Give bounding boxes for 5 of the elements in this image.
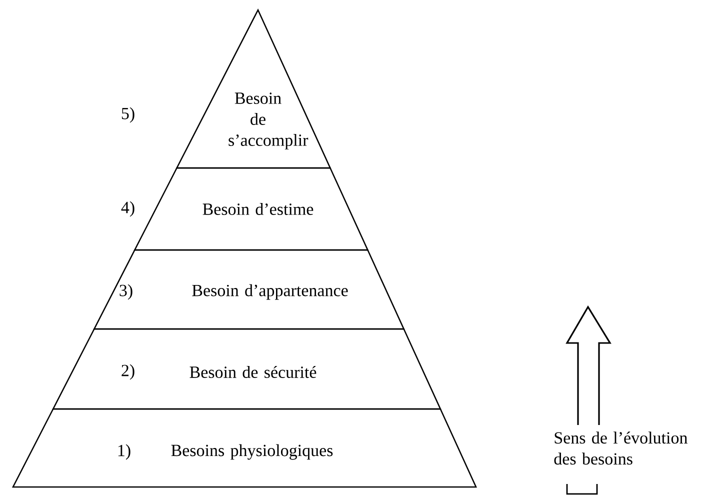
arrow-caption: Sens de l’évolution des besoins [554,432,688,465]
pyramid-level: 2) Besoin de sécurité [52,328,442,410]
node-label: 5) [122,107,134,123]
pyramid-level: 4) Besoin d’estime [121,167,369,251]
node-label: 4) [121,201,134,217]
